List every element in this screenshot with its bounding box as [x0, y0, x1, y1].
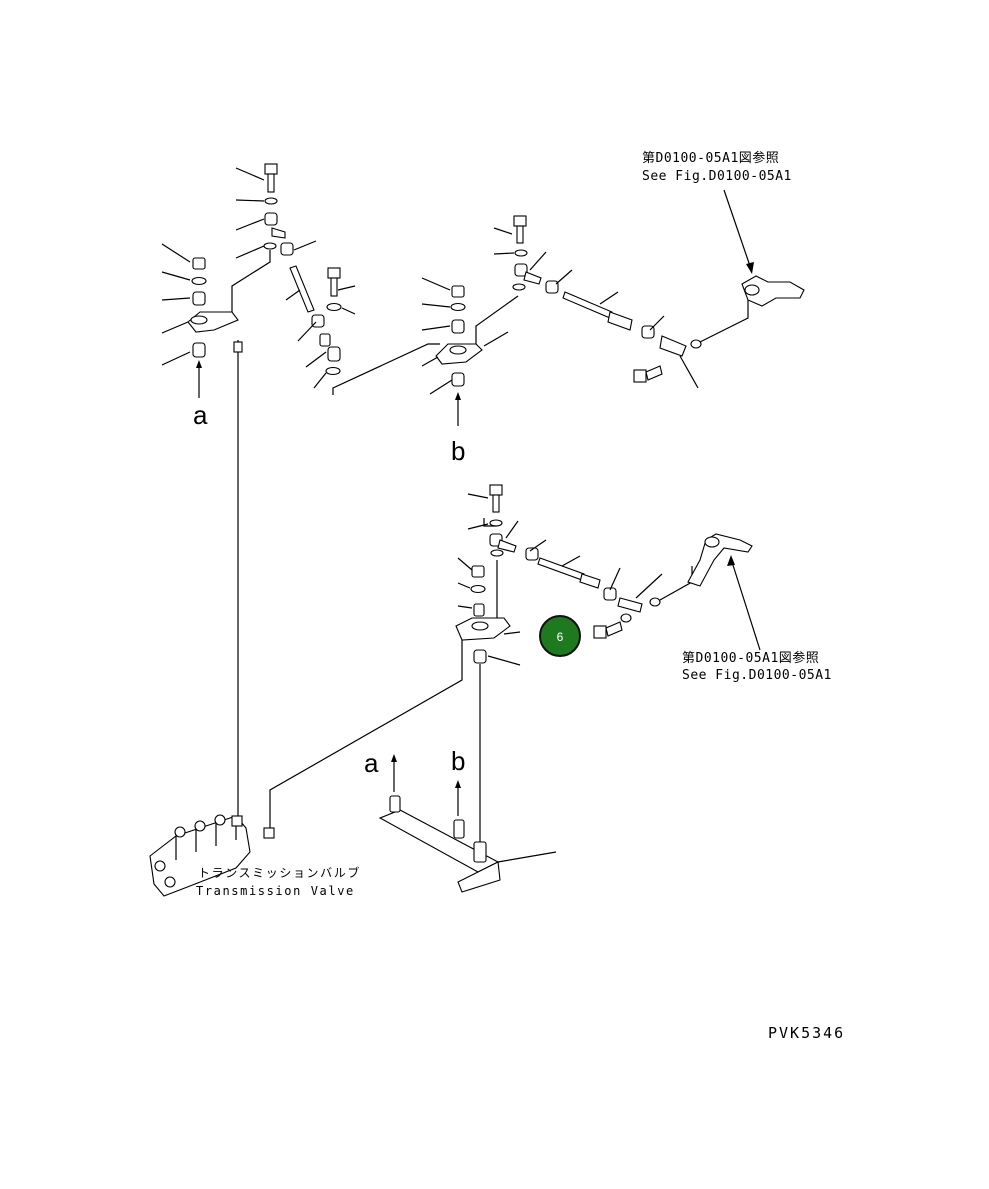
arrow-label-b-upper: b [451, 436, 465, 466]
bottom-bracket-assembly [378, 754, 557, 893]
upper-middle-lever-assembly [421, 277, 519, 426]
lower-right-lever-part [687, 533, 761, 651]
ref-top-jp: 第D0100-05A1図参照 [642, 150, 779, 166]
valve-label-en: Transmission Valve [196, 884, 355, 898]
upper-right-lever-part [723, 189, 805, 307]
ref-mid-jp: 第D0100-05A1図参照 [682, 650, 819, 666]
arrow-label-a-lower: a [364, 748, 379, 778]
upper-left-bolt-stack [235, 163, 317, 259]
ref-mid-en: See Fig.D0100-05A1 [682, 668, 832, 683]
left-lever-assembly [161, 243, 271, 820]
transmission-valve [149, 814, 275, 897]
arrow-label-a-upper: a [193, 400, 208, 430]
arrow-label-b-lower: b [451, 746, 465, 776]
ref-top-en: See Fig.D0100-05A1 [642, 169, 792, 184]
lower-middle-lever-assembly [269, 484, 693, 842]
callout-marker[interactable]: 6 [539, 615, 581, 657]
drawing-code: PVK5346 [768, 1024, 845, 1042]
center-rod-assembly [285, 265, 440, 395]
upper-right-rod-assembly [493, 215, 749, 389]
callout-number: 6 [557, 630, 564, 644]
valve-label-jp: トランスミッションバルブ [198, 865, 361, 880]
